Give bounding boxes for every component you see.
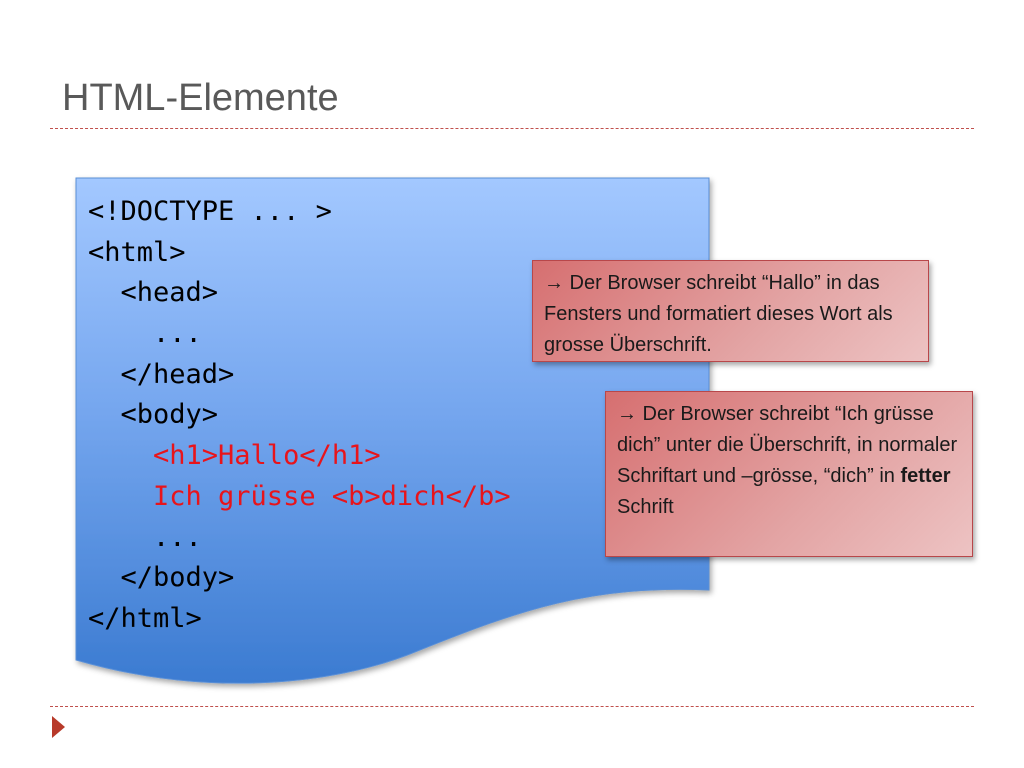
code-line: <!DOCTYPE ... > bbox=[88, 196, 332, 227]
code-block: <!DOCTYPE ... > <html> <head> ... </head… bbox=[88, 192, 511, 640]
code-line-highlighted: Ich grüsse <b>dich</b> bbox=[88, 480, 511, 512]
code-line: <head> bbox=[88, 277, 219, 309]
callout-text: Schrift bbox=[617, 496, 674, 518]
callout-text-explanation: → Der Browser schreibt “Ich grüsse dich”… bbox=[605, 391, 973, 557]
code-line: <html> bbox=[88, 236, 186, 268]
code-line: </body> bbox=[88, 562, 235, 594]
code-line: ... bbox=[88, 521, 202, 553]
triangle-bullet-icon bbox=[52, 716, 65, 738]
code-line-highlighted: <h1>Hallo</h1> bbox=[88, 440, 381, 472]
callout-bold-text: fetter bbox=[900, 465, 951, 487]
arrow-right-icon: → bbox=[544, 272, 564, 294]
footer-divider bbox=[50, 706, 974, 707]
callout-text: Der Browser schreibt “Ich grüsse dich” u… bbox=[617, 403, 958, 487]
code-line: ... bbox=[88, 318, 202, 350]
callout-h1-explanation: → Der Browser schreibt “Hallo” in das Fe… bbox=[532, 260, 929, 362]
code-line: </html> bbox=[88, 602, 202, 634]
callout-text: Der Browser schreibt “Hallo” in das Fens… bbox=[544, 272, 893, 356]
slide-title: HTML-Elemente bbox=[62, 77, 339, 119]
title-divider bbox=[50, 128, 974, 129]
arrow-right-icon: → bbox=[617, 403, 637, 425]
code-line: </head> bbox=[88, 358, 235, 390]
code-line: <body> bbox=[88, 399, 219, 431]
